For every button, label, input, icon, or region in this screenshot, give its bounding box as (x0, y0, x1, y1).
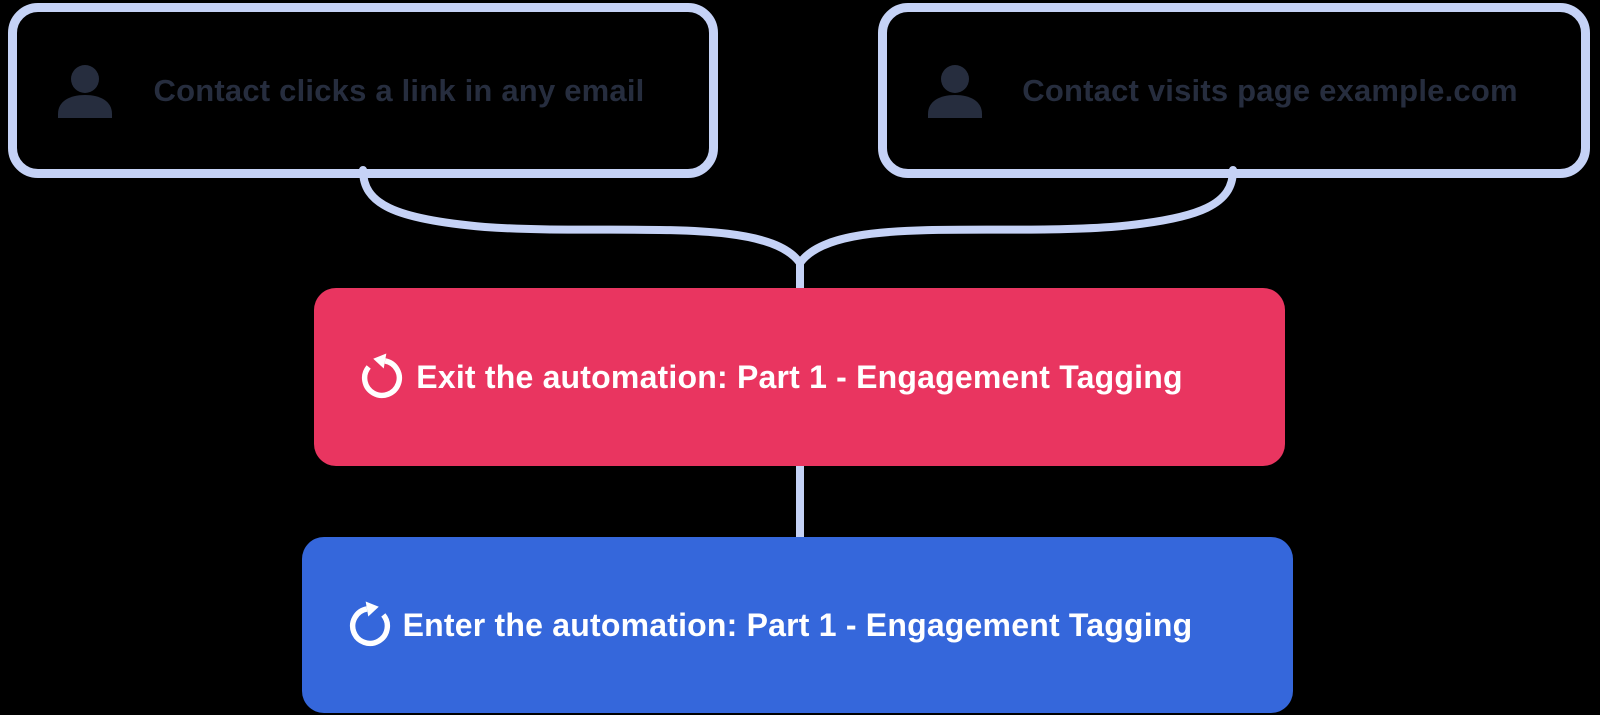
trigger-node-email-click[interactable]: Contact clicks a link in any email (8, 3, 718, 178)
connector-left-trigger (359, 166, 804, 304)
rotate-ccw-icon (356, 351, 408, 403)
person-icon (923, 64, 987, 118)
person-icon (53, 64, 117, 118)
trigger-label: Contact clicks a link in any email (153, 72, 645, 108)
trigger-label: Contact visits page example.com (1022, 72, 1518, 108)
action-node-enter-automation[interactable]: Enter the automation: Part 1 - Engagemen… (302, 537, 1293, 713)
connector-right-trigger (796, 166, 1237, 304)
action-node-exit-automation[interactable]: Exit the automation: Part 1 - Engagement… (314, 288, 1285, 466)
action-label: Enter the automation: Part 1 - Engagemen… (402, 606, 1193, 643)
trigger-node-page-visit[interactable]: Contact visits page example.com (878, 3, 1590, 178)
rotate-cw-icon (344, 599, 396, 651)
action-label: Exit the automation: Part 1 - Engagement… (416, 358, 1183, 395)
